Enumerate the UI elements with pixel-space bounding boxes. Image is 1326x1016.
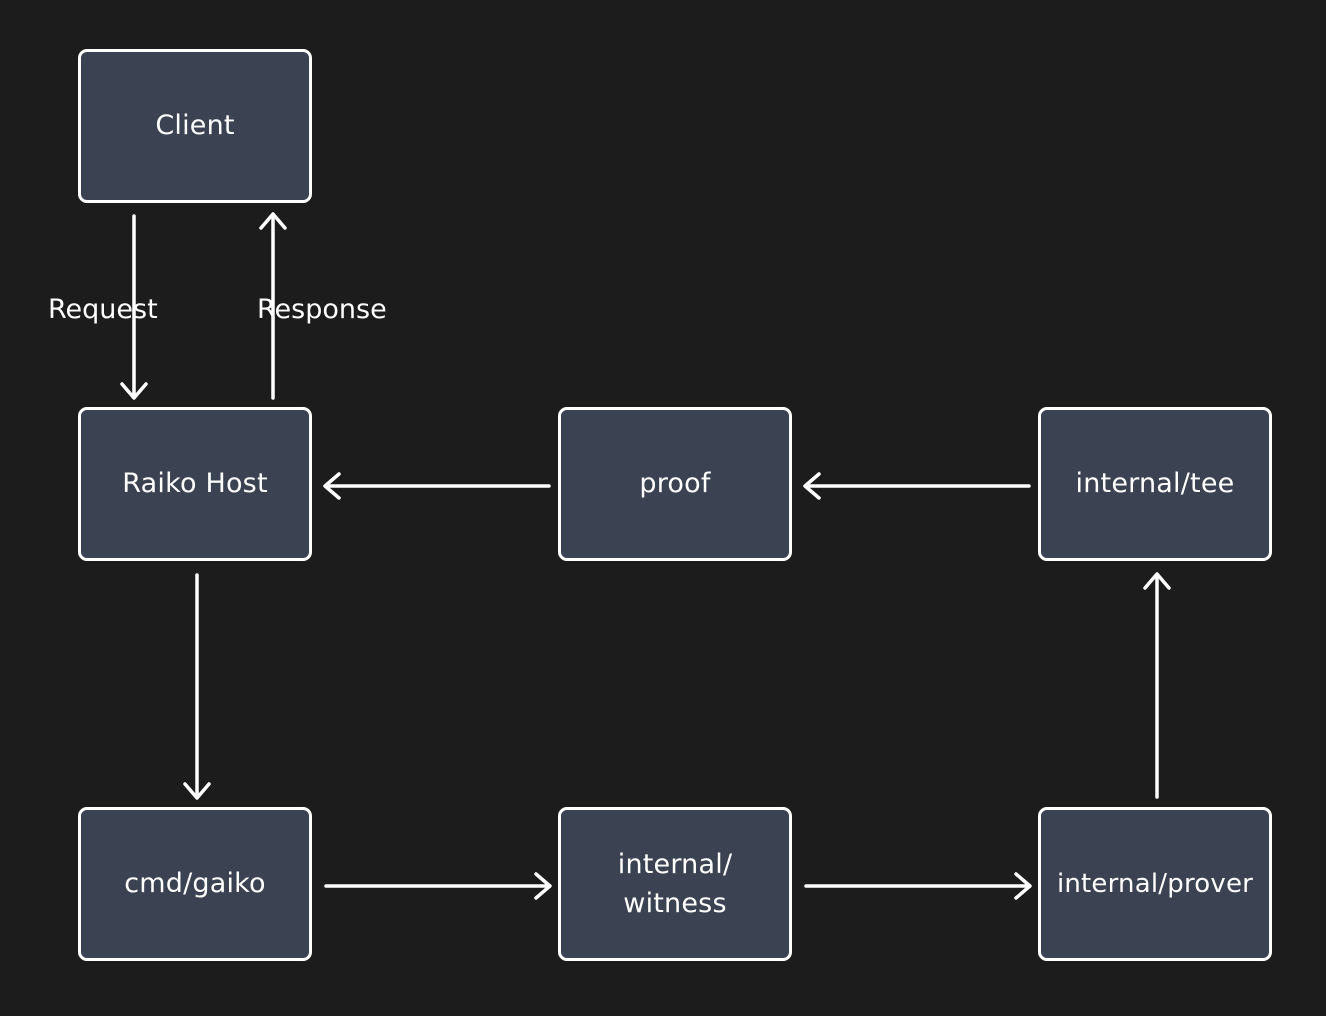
- node-internal-witness-label-line2: witness: [623, 888, 727, 919]
- edge-host-to-gaiko-arrow: [183, 573, 211, 800]
- edge-label-request: Request: [48, 294, 158, 325]
- node-internal-prover: internal/prover: [1038, 807, 1272, 961]
- node-proof-label: proof: [639, 467, 711, 499]
- node-internal-prover-label: internal/prover: [1056, 868, 1254, 899]
- node-cmd-gaiko: cmd/gaiko: [78, 807, 312, 961]
- edge-response-arrow: [259, 212, 287, 400]
- node-internal-tee-label: internal/tee: [1075, 467, 1235, 499]
- edge-witness-to-prover-arrow: [804, 872, 1032, 900]
- node-proof: proof: [558, 407, 792, 561]
- node-client: Client: [78, 49, 312, 203]
- edge-tee-to-proof-arrow: [803, 472, 1031, 500]
- node-raiko-host: Raiko Host: [78, 407, 312, 561]
- edge-label-response: Response: [257, 294, 387, 325]
- edge-prover-to-tee-arrow: [1143, 572, 1171, 799]
- node-raiko-host-label: Raiko Host: [122, 467, 268, 499]
- edge-proof-to-host-arrow: [323, 472, 551, 500]
- node-internal-witness-label-line1: internal/: [617, 848, 733, 880]
- node-cmd-gaiko-label: cmd/gaiko: [124, 867, 266, 899]
- edge-gaiko-to-witness-arrow: [324, 872, 552, 900]
- node-internal-witness: internal/ witness: [558, 807, 792, 961]
- node-internal-tee: internal/tee: [1038, 407, 1272, 561]
- node-client-label: Client: [155, 109, 235, 141]
- edge-request-arrow: [120, 214, 148, 400]
